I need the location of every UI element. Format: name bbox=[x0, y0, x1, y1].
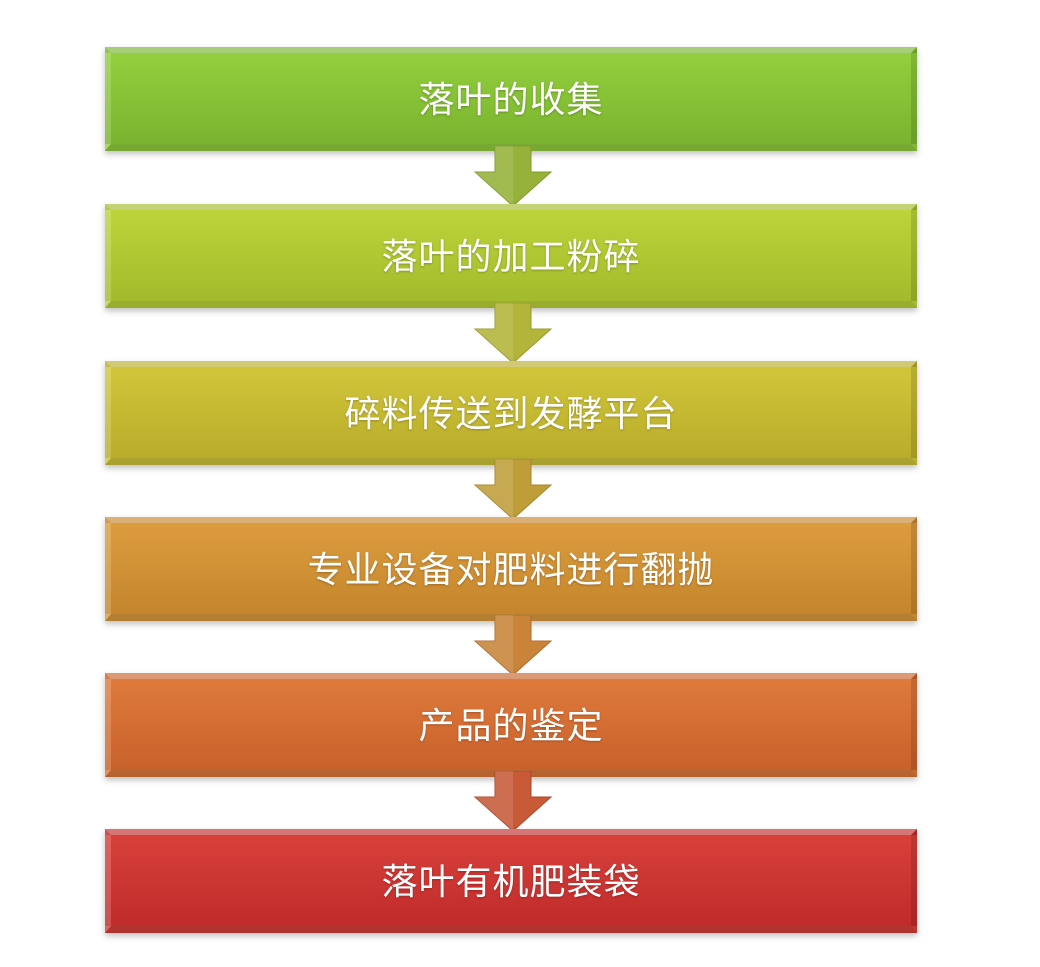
step-transfer-to-fermentation: 碎料传送到发酵平台 bbox=[105, 361, 917, 465]
step-label: 专业设备对肥料进行翻抛 bbox=[307, 549, 715, 591]
down-arrow-icon bbox=[473, 615, 553, 676]
down-arrow-icon bbox=[473, 146, 553, 207]
down-arrow-icon bbox=[473, 771, 553, 832]
step-label: 产品的鉴定 bbox=[418, 705, 604, 747]
step-label: 落叶有机肥装袋 bbox=[381, 861, 641, 903]
step-turning: 专业设备对肥料进行翻抛 bbox=[105, 517, 917, 621]
step-product-inspection: 产品的鉴定 bbox=[105, 673, 917, 777]
step-label: 碎料传送到发酵平台 bbox=[344, 393, 678, 435]
step-label: 落叶的收集 bbox=[418, 79, 604, 121]
step-label: 落叶的加工粉碎 bbox=[381, 236, 641, 278]
down-arrow-icon bbox=[473, 303, 553, 364]
step-leaf-processing: 落叶的加工粉碎 bbox=[105, 204, 917, 308]
step-bagging: 落叶有机肥装袋 bbox=[105, 829, 917, 933]
step-leaf-collection: 落叶的收集 bbox=[105, 47, 917, 151]
down-arrow-icon bbox=[473, 459, 553, 520]
